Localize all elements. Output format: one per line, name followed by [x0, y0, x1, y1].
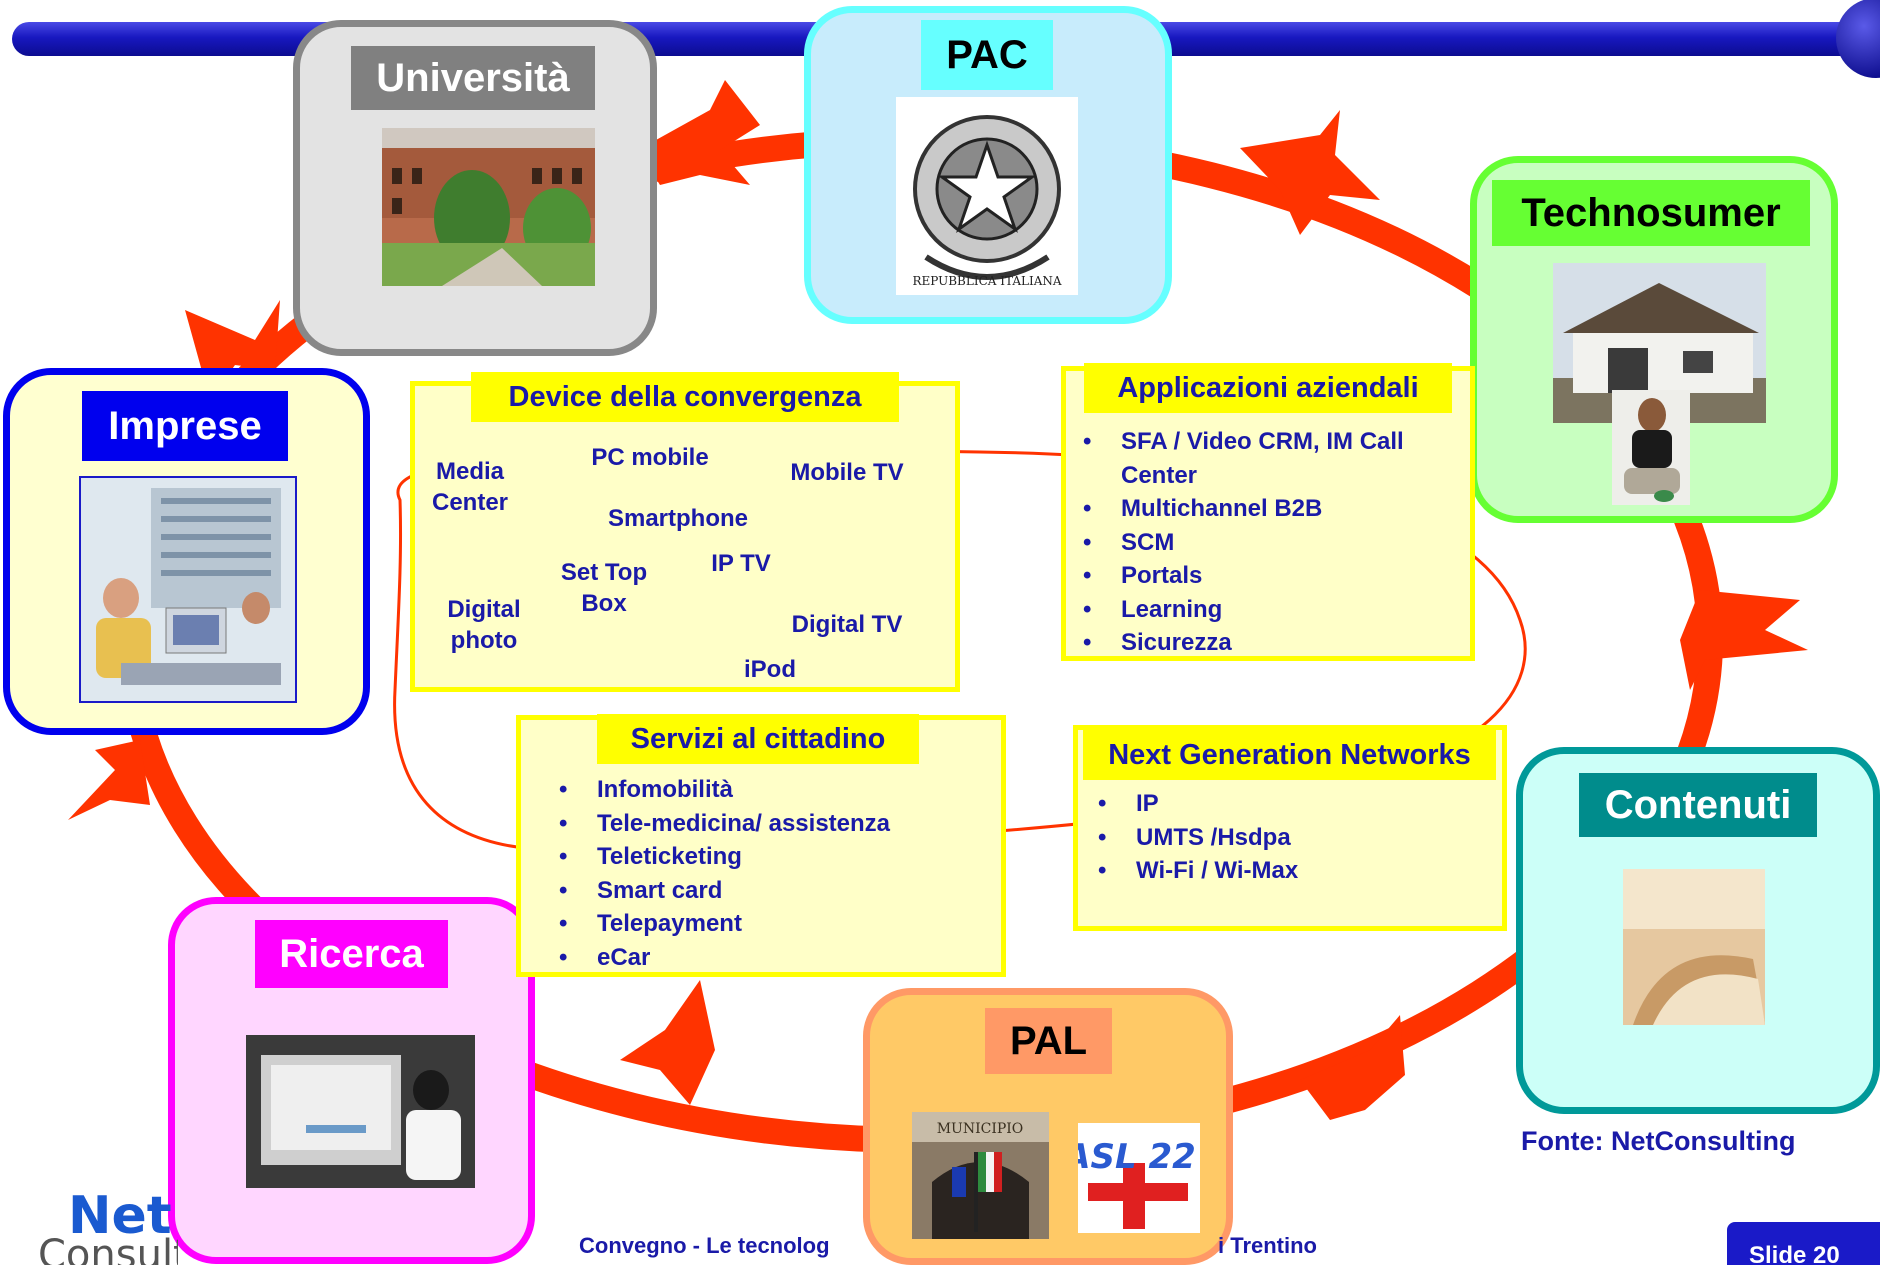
svg-text:Net: Net [68, 1188, 172, 1246]
footer-convegno-left: Convegno - Le tecnolog [579, 1233, 830, 1258]
book-pages-photo [1623, 869, 1765, 1025]
servizi-item: Tele-medicina/ assistenza [559, 807, 979, 841]
applicazioni-item: Multichannel B2B [1083, 492, 1463, 526]
node-contenuti-title: Contenuti [1579, 773, 1817, 837]
applicazioni-item: SCM [1083, 526, 1463, 560]
panel-device [410, 381, 960, 692]
municipio-photo: MUNICIPIO [912, 1112, 1049, 1239]
device-item-smartphone: Smartphone [607, 505, 748, 532]
device-item-digital-photo: Digital photo [447, 596, 521, 654]
slide-number: Slide 20 [1749, 1242, 1840, 1269]
source-label: Fonte: NetConsulting [1521, 1126, 1796, 1156]
ngn-item: UMTS /Hsdpa [1098, 821, 1478, 855]
device-item-set-top-box: Set Top Box [560, 559, 648, 617]
node-imprese-title: Imprese [82, 391, 288, 461]
panel-servizi-title: Servizi al cittadino [597, 714, 919, 764]
device-item-ip-tv: IP TV [711, 550, 771, 577]
node-technosumer-title: Technosumer [1492, 180, 1810, 246]
node-ricerca-title: Ricerca [255, 920, 448, 988]
svg-text:Consulting: Consulting [38, 1232, 178, 1265]
device-item-pc-mobile: PC mobile [591, 444, 709, 471]
applicazioni-item: Sicurezza [1083, 626, 1463, 660]
italian-republic-emblem: REPUBBLICA ITALIANA [896, 97, 1078, 295]
ngn-item: IP [1098, 787, 1478, 821]
young-man-photo [1612, 390, 1690, 505]
node-universita-title: Università [351, 46, 595, 110]
asl-logo: ASL 22 [1078, 1123, 1200, 1233]
node-pac-title: PAC [921, 20, 1053, 90]
servizi-item: eCar [559, 941, 979, 975]
applicazioni-item: Portals [1083, 559, 1463, 593]
applicazioni-list: SFA / Video CRM, IM Call Center Multicha… [1083, 425, 1463, 660]
applicazioni-item: Learning [1083, 593, 1463, 627]
servizi-item: Smart card [559, 874, 979, 908]
device-item-mobile-tv: Mobile TV [790, 459, 904, 486]
municipio-sign: MUNICIPIO [937, 1121, 1024, 1137]
lab-researcher-photo [246, 1035, 475, 1188]
office-workers-photo [79, 476, 297, 703]
slide-number-badge: Slide 20 [1727, 1222, 1880, 1269]
device-item-digital-tv: Digital TV [791, 611, 903, 638]
applicazioni-item: SFA / Video CRM, IM Call Center [1083, 425, 1463, 492]
device-item-media-center: Media Center [431, 458, 509, 516]
universita-courtyard-photo [382, 128, 595, 286]
node-pal-title: PAL [985, 1008, 1112, 1074]
emblem-text: REPUBBLICA ITALIANA [912, 274, 1061, 288]
panel-device-title: Device della convergenza [471, 372, 899, 422]
servizi-list: Infomobilità Tele-medicina/ assistenza T… [559, 773, 979, 974]
footer-convegno-right: i Trentino [1218, 1233, 1317, 1258]
netconsulting-logo: Net Consulting [38, 1186, 251, 1270]
servizi-item: Telepayment [559, 907, 979, 941]
panel-applicazioni-title: Applicazioni aziendali [1084, 363, 1452, 413]
asl-logo-text: ASL 22 [1078, 1137, 1196, 1177]
panel-ngn-title: Next Generation Networks [1083, 730, 1496, 780]
device-item-ipod: iPod [744, 656, 796, 683]
ngn-list: IP UMTS /Hsdpa Wi-Fi / Wi-Max [1098, 787, 1478, 888]
servizi-item: Infomobilità [559, 773, 979, 807]
ngn-item: Wi-Fi / Wi-Max [1098, 854, 1478, 888]
servizi-item: Teleticketing [559, 840, 979, 874]
